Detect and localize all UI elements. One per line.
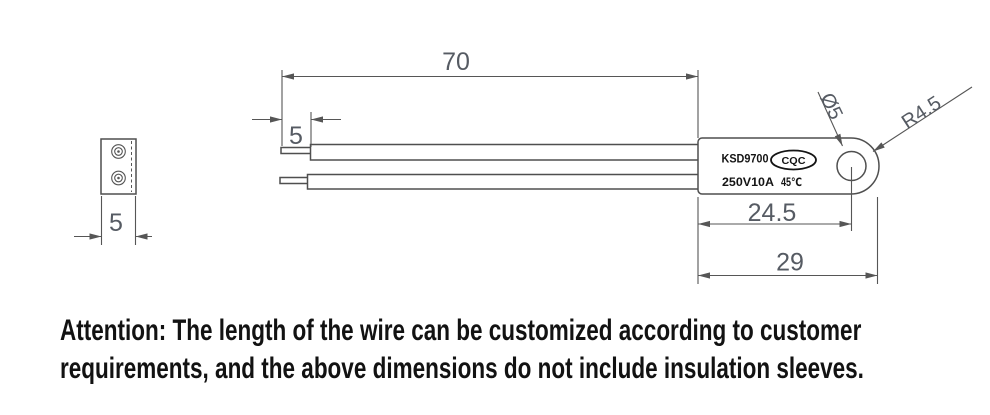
dim-wire-length: 70 [281, 48, 699, 146]
dim-text-side-width: 5 [109, 209, 123, 237]
side-view: 5 [74, 138, 152, 245]
label-hole-diameter: Ø5 [815, 90, 846, 124]
dim-text-bare-end: 5 [289, 122, 303, 150]
bare-wire-end-bottom [279, 176, 309, 185]
terminal-hole-bottom [111, 170, 126, 186]
cqc-mark-oval [770, 149, 817, 171]
lead-wires [279, 143, 700, 190]
dim-bare-end: 5 [252, 112, 341, 150]
body-rating-text: 250V10A [722, 177, 774, 189]
leader-line [817, 91, 844, 147]
dim-text-body-length: 29 [776, 249, 804, 277]
technical-drawing: 5 KSD9700 CQC 250V10A 45℃ 70 [74, 48, 973, 284]
body-model-text: KSD9700 [722, 154, 769, 166]
body-temperature-text: 45℃ [781, 177, 802, 189]
wire-insulation-top [309, 143, 700, 161]
attention-note-line1: Attention: The length of the wire can be… [60, 314, 862, 347]
dim-side-view-width: 5 [74, 196, 152, 245]
leader-end-radius: R4.5 [872, 86, 973, 152]
dim-hole-center: 24.5 [697, 167, 853, 284]
dim-text-wire-length: 70 [442, 48, 470, 76]
attention-note: Attention: The length of the wire can be… [60, 312, 864, 388]
wire-insulation-bottom [306, 173, 700, 190]
leader-line [872, 86, 973, 152]
attention-note-line2: requirements, and the above dimensions d… [60, 352, 864, 385]
body-outline [697, 137, 880, 195]
thermostat-body: KSD9700 CQC 250V10A 45℃ [697, 137, 880, 195]
dim-text-hole-center: 24.5 [748, 199, 797, 227]
label-end-radius: R4.5 [898, 92, 945, 133]
terminal-hole-top [111, 144, 126, 159]
cqc-mark-text: CQC [782, 155, 806, 167]
dim-body-length: 29 [698, 197, 879, 284]
